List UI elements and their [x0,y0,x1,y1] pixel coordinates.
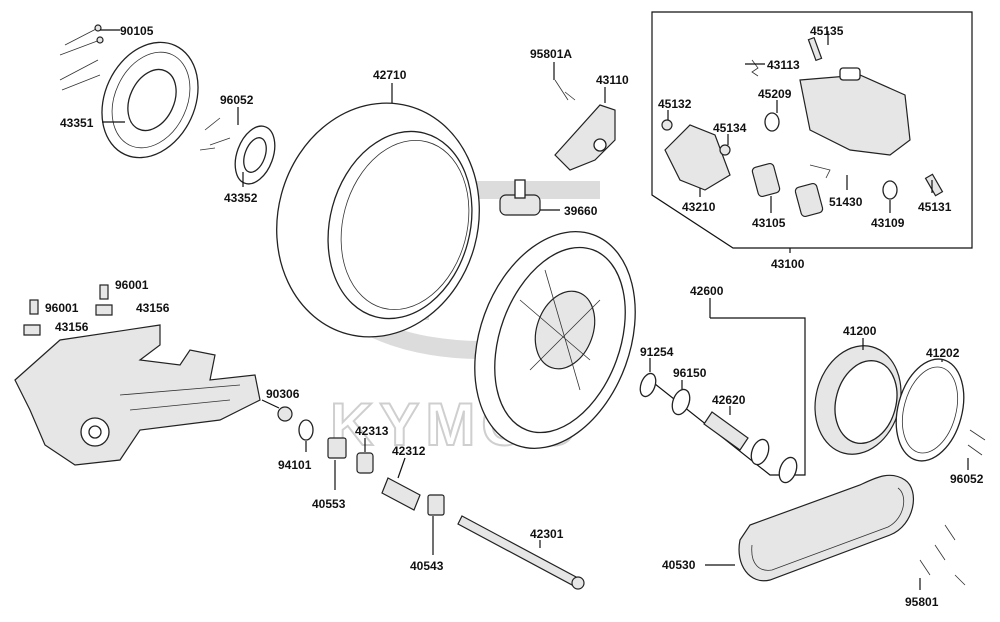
label-axle-plate-left: 40553 [312,497,346,511]
disc-bolts [59,24,104,91]
caliper-assembly-frame [651,11,973,249]
axle-plate-left [327,437,347,459]
bracket-bolt [554,79,576,101]
tire [276,102,480,338]
label-bracket-bolt: 95801A [530,47,572,61]
swingarm-clip-right [95,304,113,316]
label-swingarm-clip-left: 43156 [55,320,89,334]
swingarm-clip-left [23,324,41,336]
oil-seal [639,372,657,398]
label-oil-seal: 91254 [640,345,674,359]
label-boot-small: 45134 [713,121,747,135]
swingarm-bolt-top [99,284,109,300]
piston-seal [764,112,780,132]
label-tire: 42710 [373,68,407,82]
label-brake-pads: 43105 [752,216,786,230]
washer [298,419,314,441]
pad-spring [809,164,831,179]
disc-cover-bolts [199,117,231,151]
caliper-spring [751,59,759,77]
label-distance-collar: 42312 [392,444,426,458]
swingarm-bolt-left [29,299,39,315]
caliper-bracket [554,104,616,171]
label-bleeder-screw: 45131 [918,200,952,214]
label-caliper-bracket: 43110 [596,73,629,87]
label-swingarm-bolt-left: 96001 [45,301,79,315]
label-disc-bolts: 90105 [120,24,154,38]
label-axle: 42301 [530,527,564,541]
label-bleeder-cap: 43109 [871,216,905,230]
label-pulley-cover: 41202 [926,346,960,360]
label-driven-pulley: 41200 [843,324,877,338]
label-caliper-assembly: 43100 [771,257,805,271]
pulley-flange-bolts [919,524,966,586]
label-swingarm-bolt-top: 96001 [115,278,149,292]
label-caliper-pin: 45135 [810,24,844,38]
side-collar [356,452,374,474]
drive-belt [738,474,914,582]
part-labels: 90105 43351 96052 43352 42710 95801A 431… [45,24,984,609]
caliper-support [664,124,731,191]
brake-pads [751,162,824,218]
label-caliper-support: 43210 [682,200,716,214]
label-bearing: 96150 [673,366,707,380]
label-disc-cover: 43352 [224,191,258,205]
label-caliper-spring: 43113 [767,58,800,72]
label-tire-valve: 39660 [564,204,598,218]
label-drive-belt: 40530 [662,558,696,572]
collar [703,411,749,451]
label-pad-spring: 51430 [829,195,863,209]
label-axle-plate-right: 40543 [410,559,444,573]
caliper-pin [807,36,823,62]
swingarm [14,324,261,466]
swingarm-nut [277,406,293,422]
disc-cover [234,125,276,185]
pulley-bolts [967,429,986,456]
brake-disc [101,41,199,159]
label-boot: 45132 [658,97,692,111]
label-collar: 42620 [712,393,746,407]
boot [661,119,673,131]
hub-bearing-2 [750,438,798,484]
label-swingarm-clip-right: 43156 [136,301,170,315]
label-piston-seal: 45209 [758,87,792,101]
bleeder-screw [924,173,944,197]
wheel-rim [474,231,636,449]
label-pulley-flange-bolts: 95801 [905,595,939,609]
label-swingarm-nut: 90306 [266,387,300,401]
bearing [671,388,691,416]
bleeder-cap [882,180,898,200]
leader-lines [100,29,969,590]
label-brake-disc: 43351 [60,116,94,130]
caliper-body [799,67,911,156]
distance-collar [381,477,421,511]
label-wheel-assembly: 42600 [690,284,724,298]
boot-small [719,144,731,156]
axle-plate-right [427,494,445,516]
driven-pulley [814,345,902,455]
pulley-cover [895,358,965,462]
label-washer: 94101 [278,458,312,472]
axle [457,515,585,590]
label-pulley-bolts: 96052 [950,472,984,486]
tire-valve [499,179,541,216]
label-side-collar: 42313 [355,424,389,438]
label-disc-cover-bolts: 96052 [220,93,254,107]
